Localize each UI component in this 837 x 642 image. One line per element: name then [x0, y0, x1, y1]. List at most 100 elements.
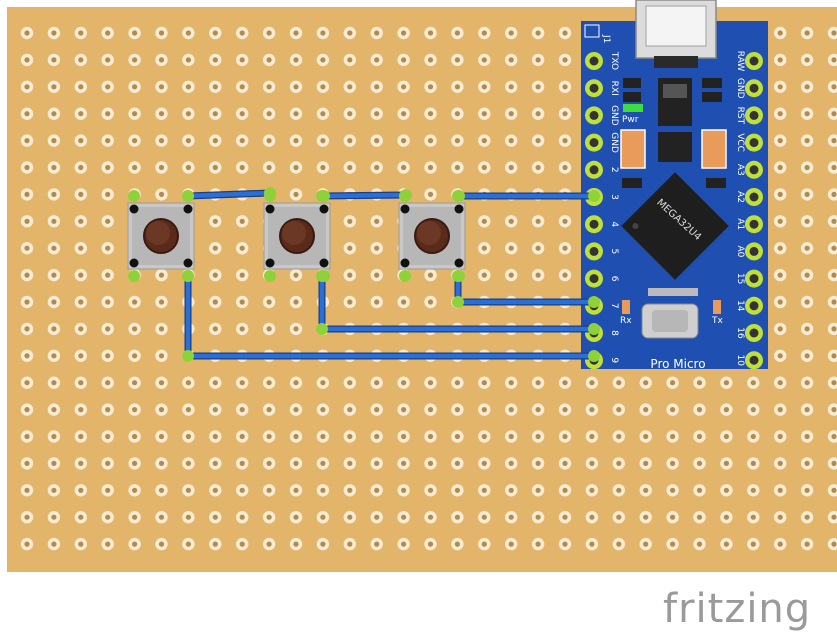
- push-button-3[interactable]: [398, 190, 466, 282]
- push-button-2[interactable]: [263, 190, 331, 282]
- perfboard-hole: [827, 457, 837, 470]
- component-q1: [623, 78, 641, 88]
- perfboard-hole: [74, 53, 88, 67]
- perfboard-hole: [316, 376, 330, 389]
- perfboard-hole: [262, 26, 276, 40]
- perfboard-hole: [182, 26, 195, 40]
- perfboard-hole: [827, 26, 837, 40]
- perfboard-hole: [128, 403, 141, 416]
- perfboard-hole: [74, 484, 88, 497]
- perfboard-hole: [666, 457, 679, 470]
- perfboard-hole: [182, 537, 195, 551]
- perfboard-hole: [827, 403, 837, 416]
- perfboard-hole: [370, 484, 383, 497]
- perfboard-hole: [505, 80, 518, 94]
- perfboard-hole: [693, 457, 706, 470]
- perfboard-hole: [155, 537, 168, 551]
- perfboard-hole: [531, 403, 545, 416]
- perfboard-hole: [693, 430, 706, 443]
- perfboard-hole: [289, 134, 303, 147]
- pin-label: 6: [609, 276, 619, 282]
- perfboard-hole: [343, 511, 356, 524]
- perfboard-hole: [128, 349, 141, 362]
- perfboard-hole: [182, 484, 195, 497]
- perfboard-hole: [424, 511, 437, 524]
- pin-label: GND: [735, 78, 745, 99]
- perfboard-hole: [47, 80, 61, 94]
- perfboard-hole: [20, 107, 34, 120]
- wire: [184, 189, 274, 200]
- perfboard-hole: [720, 403, 733, 416]
- perfboard-hole: [370, 295, 383, 309]
- pin-right: 14: [735, 296, 763, 315]
- perfboard-hole: [774, 242, 787, 255]
- capacitor-left: [620, 129, 646, 169]
- perfboard-hole: [343, 484, 356, 497]
- perfboard-hole: [827, 188, 837, 201]
- push-button-1[interactable]: [127, 190, 195, 282]
- component-r1: [702, 78, 722, 88]
- perfboard-hole: [74, 161, 88, 174]
- perfboard-hole: [639, 376, 652, 389]
- perfboard-hole: [505, 215, 518, 228]
- perfboard-hole: [505, 511, 518, 524]
- perfboard-hole: [236, 403, 249, 416]
- pro-micro-label: Pro Micro: [650, 357, 705, 371]
- perfboard-hole: [370, 53, 383, 67]
- perfboard-hole: [585, 537, 599, 551]
- perfboard-hole: [774, 349, 787, 362]
- pin-label: 15: [735, 273, 745, 284]
- perfboard-hole: [531, 537, 545, 551]
- perfboard-hole: [343, 26, 356, 40]
- perfboard-hole: [101, 107, 114, 120]
- pin-label: 10: [735, 354, 745, 366]
- perfboard-hole: [478, 107, 491, 120]
- perfboard-hole: [774, 215, 787, 228]
- perfboard-hole: [236, 537, 249, 551]
- perfboard-hole: [209, 242, 222, 255]
- perfboard-hole: [424, 107, 437, 120]
- perfboard-hole: [531, 80, 545, 94]
- perfboard-hole: [505, 26, 518, 40]
- perfboard-hole: [639, 403, 652, 416]
- perfboard-hole: [397, 511, 410, 524]
- perfboard-hole: [289, 107, 303, 120]
- perfboard-hole: [505, 537, 518, 551]
- perfboard-hole: [182, 511, 195, 524]
- perfboard-hole: [128, 430, 141, 443]
- perfboard-hole: [531, 268, 545, 282]
- perfboard-hole: [343, 107, 356, 120]
- perfboard-hole: [289, 268, 303, 282]
- perfboard-hole: [155, 268, 168, 282]
- perfboard-hole: [316, 134, 330, 147]
- perfboard-hole: [827, 322, 837, 336]
- perfboard-hole: [101, 53, 114, 67]
- perfboard-hole: [20, 80, 34, 94]
- perfboard-hole: [720, 430, 733, 443]
- perfboard-hole: [343, 537, 356, 551]
- perfboard-hole: [370, 511, 383, 524]
- perfboard-hole: [155, 430, 168, 443]
- perfboard-hole: [74, 430, 88, 443]
- perfboard-hole: [800, 322, 814, 336]
- perfboard-hole: [128, 376, 141, 389]
- perfboard-hole: [451, 53, 464, 67]
- perfboard-hole: [262, 295, 276, 309]
- perfboard-hole: [827, 215, 837, 228]
- perfboard-hole: [47, 349, 61, 362]
- perfboard-hole: [343, 295, 356, 309]
- perfboard-hole: [128, 134, 141, 147]
- perfboard-hole: [827, 295, 837, 309]
- perfboard-hole: [316, 107, 330, 120]
- perfboard-hole: [397, 537, 410, 551]
- perfboard-hole: [74, 188, 88, 201]
- perfboard-hole: [262, 430, 276, 443]
- perfboard-hole: [585, 484, 599, 497]
- perfboard-hole: [20, 26, 34, 40]
- perfboard-hole: [289, 80, 303, 94]
- perfboard-hole: [585, 511, 599, 524]
- component-q2: [623, 92, 641, 102]
- perfboard-hole: [693, 537, 706, 551]
- perfboard-hole: [236, 484, 249, 497]
- perfboard-hole: [343, 242, 356, 255]
